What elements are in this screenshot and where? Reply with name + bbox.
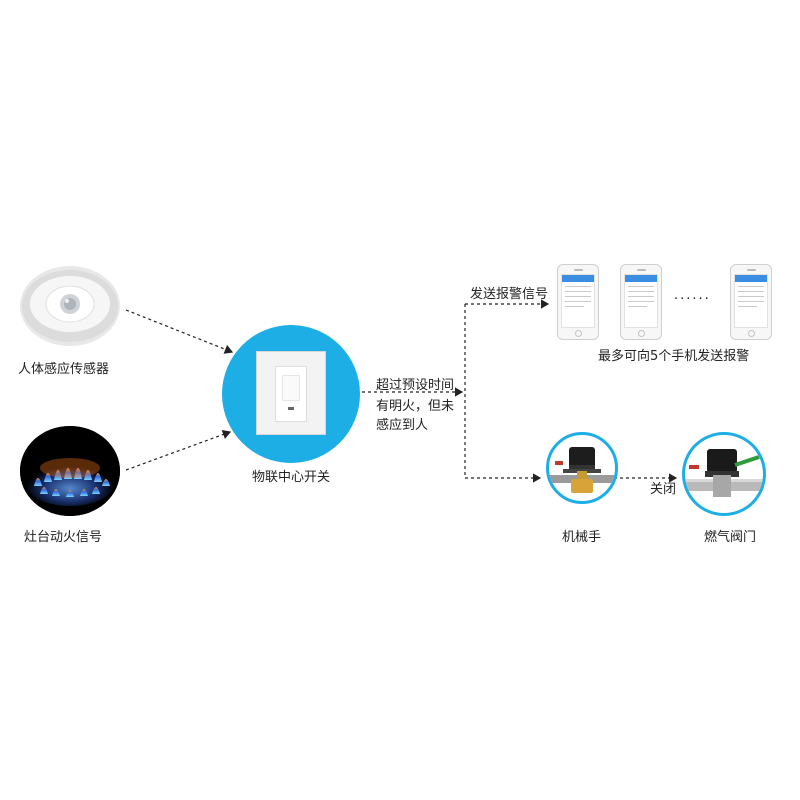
- pir-sensor-node: [20, 266, 120, 346]
- gas-valve-node: [682, 432, 766, 516]
- gas-flame-icon: [20, 426, 120, 516]
- phones-caption: 最多可向5个手机发送报警: [598, 349, 750, 364]
- pir-sensor-label: 人体感应传感器: [18, 362, 110, 377]
- close-label: 关闭: [650, 482, 677, 497]
- condition-label-line-3: 感应到人: [376, 418, 429, 433]
- manipulator-node: [546, 432, 618, 504]
- valve-manipulator-icon: [549, 447, 615, 493]
- smart-wall-switch-icon: [256, 351, 326, 435]
- hub-switch-label: 物联中心开关: [252, 470, 331, 485]
- edge-flame-to-hub: [125, 429, 232, 471]
- phone-screen-icon: [561, 274, 595, 328]
- phone-2: [620, 264, 662, 340]
- condition-label-line-1: 超过预设时间: [376, 378, 455, 393]
- alarm-signal-label: 发送报警信号: [470, 287, 549, 302]
- phone-1: [557, 264, 599, 340]
- flame-signal-label: 灶台动火信号: [24, 530, 103, 545]
- gas-valve-label: 燃气阀门: [704, 530, 757, 545]
- manipulator-label: 机械手: [562, 530, 602, 545]
- phone-screen-icon: [734, 274, 768, 328]
- hub-switch-node: [222, 325, 360, 463]
- phone-screen-icon: [624, 274, 658, 328]
- flame-signal-node: [20, 426, 120, 516]
- condition-label-line-2: 有明火，但未: [376, 399, 455, 414]
- phone-5: [730, 264, 772, 340]
- pir-motion-sensor-icon: [22, 270, 118, 342]
- edge-pir-to-hub: [125, 309, 234, 354]
- gas-valve-icon: [685, 449, 763, 497]
- phones-ellipsis: ......: [674, 288, 711, 303]
